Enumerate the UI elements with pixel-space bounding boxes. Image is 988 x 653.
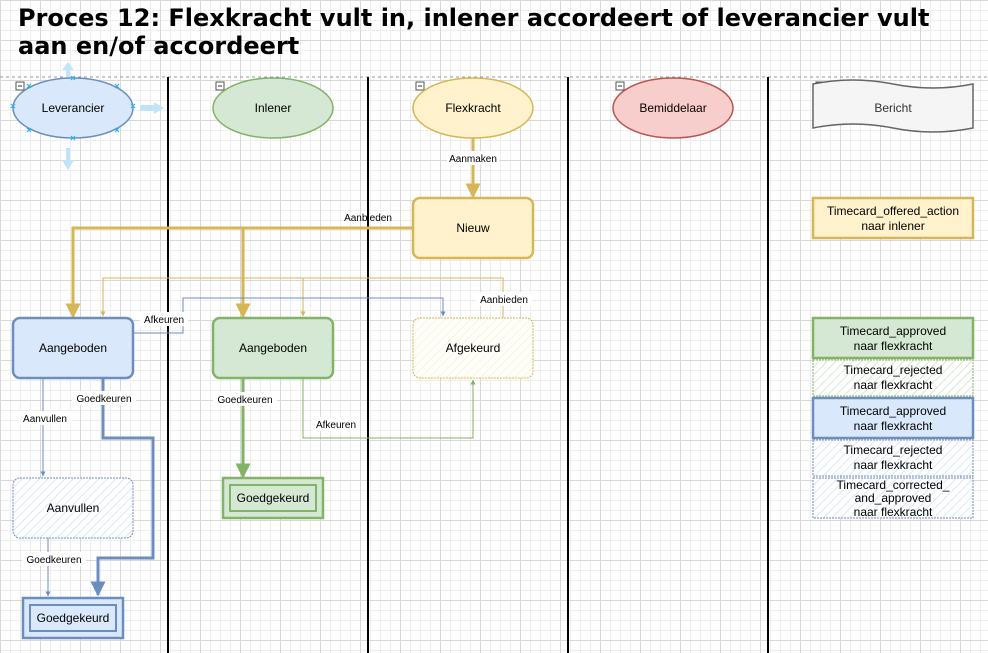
edge-afkeuren-inlener[interactable]: Afkeuren [302, 378, 476, 439]
state-label: Nieuw [456, 221, 490, 235]
lane-label: Flexkracht [445, 101, 501, 115]
edge-label: Goedkeuren [76, 394, 131, 405]
edge-goedkeuren-inlener[interactable]: Goedkeuren [213, 378, 277, 479]
state-aangeboden-inlener[interactable]: Aangeboden [211, 316, 335, 380]
lane-bemiddelaar[interactable]: Bemiddelaar [612, 77, 734, 139]
state-afgekeurd[interactable]: Afgekeurd [412, 317, 534, 379]
lane-leverancier[interactable]: Leverancier [10, 62, 164, 170]
edge-label: Aanvullen [23, 414, 67, 425]
message-timecard-offered-action[interactable]: Timecard_offered_action naar inlener [811, 196, 975, 240]
edge-goedkeuren-aanvullen[interactable]: Goedkeuren [22, 538, 86, 597]
message-line: Timecard_approved [840, 324, 946, 338]
edge-label: Goedkeuren [217, 395, 272, 406]
edge-label: Afkeuren [144, 315, 184, 326]
state-label: Aangeboden [39, 341, 107, 355]
lane-bericht[interactable]: Bericht [812, 79, 974, 133]
collapse-icon[interactable] [15, 81, 25, 91]
collapse-icon[interactable] [215, 81, 225, 91]
message-line: Timecard_rejected [844, 443, 943, 457]
lane-label: Inlener [255, 101, 292, 115]
edge-aanvullen[interactable]: Aanvullen [18, 378, 72, 477]
diagram-title: Proces 12: Flexkracht vult in, inlener a… [18, 4, 930, 60]
edge-label: Aanbieden [344, 213, 392, 224]
state-goedgekeurd-leverancier[interactable]: Goedgekeurd [21, 596, 125, 640]
message-line: naar flexkracht [854, 339, 933, 353]
lane-label: Leverancier [42, 101, 105, 115]
message-line: naar flexkracht [854, 505, 933, 519]
lane-inlener[interactable]: Inlener [212, 77, 334, 139]
message-line: Timecard_offered_action [827, 204, 959, 218]
state-aanvullen[interactable]: Aanvullen [12, 477, 134, 539]
collapse-icon[interactable] [415, 81, 425, 91]
state-goedgekeurd-inlener[interactable]: Goedgekeurd [221, 476, 325, 520]
state-label: Goedgekeurd [237, 491, 310, 505]
state-nieuw[interactable]: Nieuw [411, 196, 535, 260]
state-label: Afgekeurd [446, 341, 501, 355]
state-label: Aangeboden [239, 341, 307, 355]
message-line: naar flexkracht [854, 419, 933, 433]
state-aangeboden-leverancier[interactable]: Aangeboden [11, 316, 135, 380]
message-timecard-corrected-and-approved[interactable]: Timecard_corrected_ and_approved naar fl… [812, 477, 974, 519]
message-timecard-approved-leverancier[interactable]: Timecard_approved naar flexkracht [811, 396, 975, 440]
message-timecard-rejected-leverancier[interactable]: Timecard_rejected naar flexkracht [812, 439, 974, 477]
selection-handle-icon [10, 75, 136, 141]
edge-label: Aanbieden [480, 295, 528, 306]
message-timecard-rejected-inlener[interactable]: Timecard_rejected naar flexkracht [812, 359, 974, 397]
edge-aanbieden-afgekeurd[interactable]: Aanbieden [100, 277, 532, 318]
collapse-icon[interactable] [615, 81, 625, 91]
message-timecard-approved-inlener[interactable]: Timecard_approved naar flexkracht [811, 316, 975, 360]
state-label: Goedgekeurd [37, 611, 110, 625]
edge-afkeuren-leverancier[interactable]: Afkeuren [133, 297, 446, 334]
message-line: Timecard_corrected_ [837, 478, 950, 492]
lane-flexkracht[interactable]: Flexkracht [412, 77, 534, 139]
message-line: naar inlener [861, 219, 924, 233]
edge-aanmaken[interactable]: Aanmaken [447, 138, 499, 199]
message-line: Timecard_rejected [844, 363, 943, 377]
edge-label: Goedkeuren [26, 555, 81, 566]
edge-label: Aanmaken [449, 154, 497, 165]
message-line: Timecard_approved [840, 404, 946, 418]
edge-label: Afkeuren [316, 420, 356, 431]
lane-label: Bericht [874, 101, 912, 115]
state-label: Aanvullen [47, 501, 100, 515]
connect-arrow-icon [62, 62, 164, 170]
message-line: naar flexkracht [854, 458, 933, 472]
message-line: and_approved [855, 491, 932, 505]
edge-aanbieden-nieuw[interactable]: Aanbieden [65, 213, 413, 319]
lane-label: Bemiddelaar [639, 101, 706, 115]
edge-goedkeuren-leverancier[interactable]: Goedkeuren [72, 378, 155, 597]
message-line: naar flexkracht [854, 378, 933, 392]
